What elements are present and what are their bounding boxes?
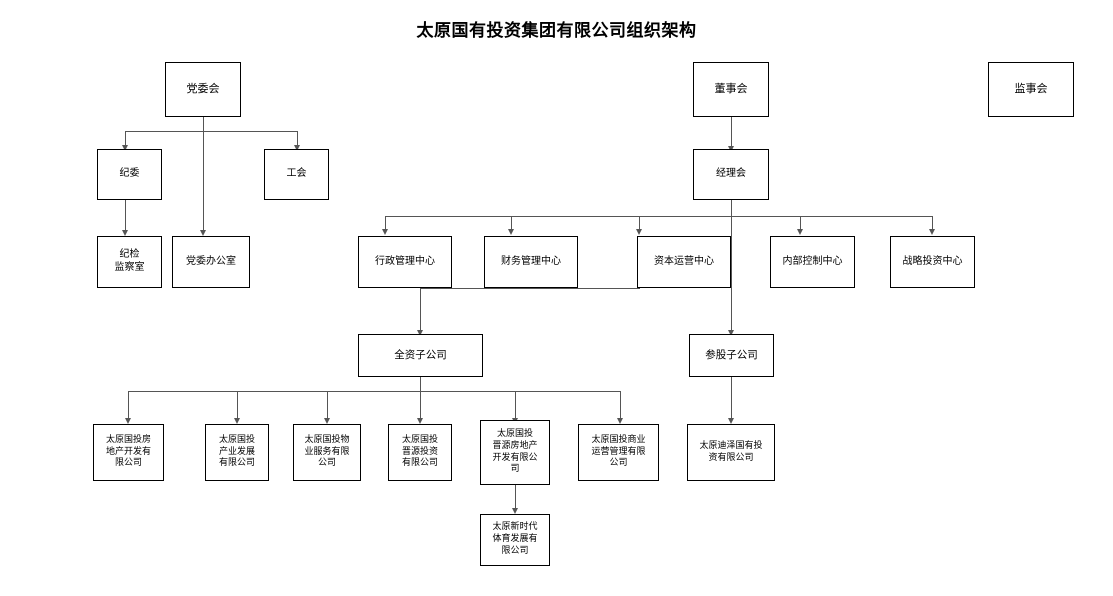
node-sub-dize-state-invest-label: 太原迪泽国有投 资有限公司: [699, 440, 763, 463]
node-capital-operation-center-label: 资本运营中心: [654, 255, 714, 267]
arrowhead-party-to-party-office: [200, 230, 206, 236]
node-labor-union-label: 工会: [286, 168, 307, 180]
arrowhead-wholly-to-industry: [234, 418, 240, 424]
arrowhead-manager-to-control: [797, 229, 803, 235]
connector-wholly-to-industry: [237, 391, 238, 421]
node-sub-property-service[interactable]: 太原国投物 业服务有限 公司: [293, 424, 361, 481]
arrowhead-party-to-discipline: [122, 145, 128, 151]
connector-wholly-to-property: [327, 391, 328, 421]
connector-wholly-to-realestate: [128, 391, 129, 421]
node-board-of-supervisors[interactable]: 监事会: [988, 62, 1074, 117]
node-sub-jinyuan-realestate-label: 太原国投 晋源房地产 开发有限公 司: [492, 429, 538, 475]
arrowhead-party-to-union: [294, 145, 300, 151]
connector-wholly-to-jinyuanrealestate: [515, 391, 516, 421]
node-equity-participation-subsidiary[interactable]: 参股子公司: [689, 334, 774, 377]
node-sub-industry-dev-label: 太原国投 产业发展 有限公司: [218, 434, 255, 469]
node-sub-jinyuan-realestate[interactable]: 太原国投 晋源房地产 开发有限公 司: [480, 420, 550, 485]
arrowhead-capital-to-wholly-sub: [417, 330, 423, 336]
connector-party-to-discipline: [125, 131, 126, 147]
arrowhead-wholly-to-jinyuaninvest: [417, 418, 423, 424]
node-wholly-owned-subsidiary-label: 全资子公司: [394, 348, 447, 361]
node-labor-union[interactable]: 工会: [264, 149, 329, 200]
node-discipline-committee-label: 纪委: [119, 168, 140, 180]
connector-equity-to-dize: [731, 377, 732, 421]
connector-capital-jog: [420, 288, 639, 289]
arrowhead-manager-to-admin: [382, 229, 388, 235]
node-sub-dize-state-invest[interactable]: 太原迪泽国有投 资有限公司: [687, 424, 775, 481]
node-discipline-inspection-office[interactable]: 纪检 监察室: [97, 236, 162, 288]
connector-discipline-to-inspection: [125, 200, 126, 232]
node-sub-commercial-ops-label: 太原国投商业 运营管理有限 公司: [591, 434, 646, 469]
connector-capital-to-wholly-sub: [420, 288, 421, 332]
node-finance-management-center-label: 财务管理中心: [501, 255, 561, 267]
node-sub-property-service-label: 太原国投物 业服务有限 公司: [304, 434, 350, 469]
connector-jinyuanrealestate-to-sports: [515, 485, 516, 511]
arrowhead-wholly-to-property: [324, 418, 330, 424]
connector-manager-bus: [385, 216, 932, 217]
arrowhead-jinyuanrealestate-to-sports: [512, 508, 518, 514]
node-sub-jinyuan-invest[interactable]: 太原国投 晋源投资 有限公司: [388, 424, 452, 481]
node-sub-commercial-ops[interactable]: 太原国投商业 运营管理有限 公司: [578, 424, 659, 481]
connector-wholly-to-jinyuaninvest: [420, 391, 421, 421]
node-admin-management-center-label: 行政管理中心: [375, 255, 435, 267]
arrowhead-wholly-to-realestate: [125, 418, 131, 424]
node-discipline-committee[interactable]: 纪委: [97, 149, 162, 200]
node-admin-management-center[interactable]: 行政管理中心: [358, 236, 452, 288]
node-internal-control-center-label: 内部控制中心: [782, 255, 843, 267]
node-party-committee[interactable]: 党委会: [165, 62, 241, 117]
connector-manager-to-strategy: [932, 216, 933, 232]
node-party-committee-label: 党委会: [186, 82, 220, 96]
node-sub-jinyuan-invest-label: 太原国投 晋源投资 有限公司: [401, 434, 438, 469]
node-finance-management-center[interactable]: 财务管理中心: [484, 236, 578, 288]
connector-manager-to-admin: [385, 216, 386, 232]
connector-wholly-bus: [128, 391, 620, 392]
connector-manager-stem: [731, 200, 732, 216]
connector-party-bus: [125, 131, 297, 132]
node-manager-committee-label: 经理会: [716, 168, 746, 180]
node-capital-operation-center[interactable]: 资本运营中心: [637, 236, 731, 288]
node-strategic-investment-center-label: 战略投资中心: [902, 255, 963, 267]
node-sub-real-estate[interactable]: 太原国投房 地产开发有 限公司: [93, 424, 164, 481]
arrowhead-manager-to-capital: [636, 229, 642, 235]
arrowhead-manager-to-finance: [508, 229, 514, 235]
connector-party-stem: [203, 117, 204, 131]
connector-manager-to-equity-sub: [731, 216, 732, 332]
arrowhead-manager-to-equity-sub: [728, 330, 734, 336]
node-manager-committee[interactable]: 经理会: [693, 149, 769, 200]
node-discipline-inspection-office-label: 纪检 监察室: [114, 249, 145, 273]
connector-party-to-party-office: [203, 131, 204, 232]
node-sub-new-era-sports-label: 太原新时代 体育发展有 限公司: [492, 522, 538, 556]
connector-party-to-union: [297, 131, 298, 147]
node-wholly-owned-subsidiary[interactable]: 全资子公司: [358, 334, 483, 377]
connector-manager-to-finance: [511, 216, 512, 232]
node-internal-control-center[interactable]: 内部控制中心: [770, 236, 855, 288]
node-party-committee-office[interactable]: 党委办公室: [172, 236, 250, 288]
arrowhead-wholly-to-commercial: [617, 418, 623, 424]
node-sub-new-era-sports[interactable]: 太原新时代 体育发展有 限公司: [480, 514, 550, 566]
connector-manager-to-capital: [639, 216, 640, 232]
node-board-of-supervisors-label: 监事会: [1014, 82, 1048, 96]
arrowhead-discipline-to-inspection: [122, 230, 128, 236]
node-strategic-investment-center[interactable]: 战略投资中心: [890, 236, 975, 288]
node-equity-participation-subsidiary-label: 参股子公司: [705, 348, 758, 361]
connector-board-to-manager: [731, 117, 732, 149]
arrowhead-equity-to-dize: [728, 418, 734, 424]
node-board-of-directors-label: 董事会: [714, 82, 748, 96]
arrowhead-manager-to-strategy: [929, 229, 935, 235]
connector-manager-to-control: [800, 216, 801, 232]
connector-wholly-stem: [420, 377, 421, 391]
node-sub-industry-dev[interactable]: 太原国投 产业发展 有限公司: [205, 424, 269, 481]
node-board-of-directors[interactable]: 董事会: [693, 62, 769, 117]
connector-wholly-to-commercial: [620, 391, 621, 421]
node-party-committee-office-label: 党委办公室: [186, 255, 236, 267]
node-sub-real-estate-label: 太原国投房 地产开发有 限公司: [105, 434, 151, 469]
page-title: 太原国有投资集团有限公司组织架构: [416, 21, 697, 41]
